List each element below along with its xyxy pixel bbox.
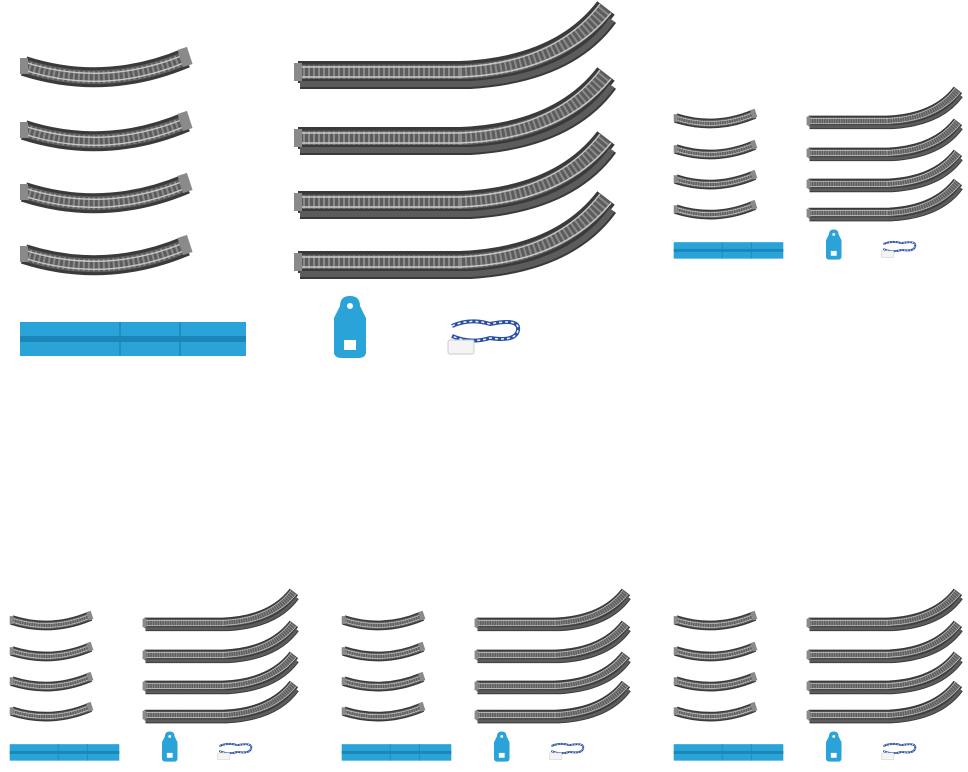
switch-track-icon (806, 651, 963, 695)
track-clip-icon (334, 296, 366, 358)
curved-track-icon (673, 610, 758, 631)
curved-track-icon (20, 234, 193, 276)
switch-track-icon (294, 191, 617, 279)
panel-bottom-right (673, 588, 963, 762)
switch-track-icon (806, 178, 963, 222)
track-clip-icon (825, 229, 842, 260)
switch-track-icon (806, 620, 963, 664)
switch-track-icon (142, 651, 299, 695)
curved-track-icon (673, 108, 758, 129)
curved-track-icon (673, 139, 758, 160)
switch-track-icon (806, 118, 963, 162)
switch-track-icon (142, 680, 299, 724)
curved-track-icon (673, 169, 758, 190)
track-clip-icon (493, 731, 510, 762)
switch-track-icon (806, 588, 963, 632)
curved-track-icon (341, 671, 426, 692)
panel-bottom-center (341, 588, 631, 762)
cable-icon (881, 240, 917, 258)
rerailer-icon (9, 744, 120, 761)
curved-track-icon (673, 641, 758, 662)
switch-track-icon (474, 680, 631, 724)
switch-track-icon (142, 588, 299, 632)
switch-track-icon (474, 651, 631, 695)
curved-track-icon (673, 671, 758, 692)
switch-track-icon (142, 620, 299, 664)
switch-track-icon (294, 67, 617, 155)
track-clip-icon (161, 731, 178, 762)
panel-bottom-left (9, 588, 299, 762)
curved-track-icon (341, 701, 426, 722)
curved-track-icon (9, 701, 94, 722)
switch-track-icon (806, 680, 963, 724)
curved-track-icon (20, 110, 193, 152)
switch-track-icon (474, 588, 631, 632)
curved-track-icon (9, 641, 94, 662)
switch-track-icon (294, 131, 617, 219)
rerailer-icon (673, 744, 784, 761)
switch-track-icon (806, 149, 963, 193)
curved-track-icon (9, 671, 94, 692)
curved-track-icon (9, 610, 94, 631)
cable-icon (217, 742, 253, 760)
cable-icon (549, 742, 585, 760)
panel-main (20, 1, 617, 358)
rerailer-icon (341, 744, 452, 761)
curved-track-icon (20, 46, 193, 88)
cable-icon (881, 742, 917, 760)
switch-track-icon (294, 1, 617, 89)
track-clip-icon (825, 731, 842, 762)
curved-track-icon (673, 701, 758, 722)
switch-track-icon (806, 86, 963, 130)
switch-track-icon (474, 620, 631, 664)
panel-top-right (673, 86, 963, 260)
curved-track-icon (673, 199, 758, 220)
curved-track-icon (341, 641, 426, 662)
rerailer-icon (20, 322, 246, 356)
curved-track-icon (20, 172, 193, 214)
cable-icon (447, 319, 521, 355)
rerailer-icon (673, 242, 784, 259)
curved-track-icon (341, 610, 426, 631)
